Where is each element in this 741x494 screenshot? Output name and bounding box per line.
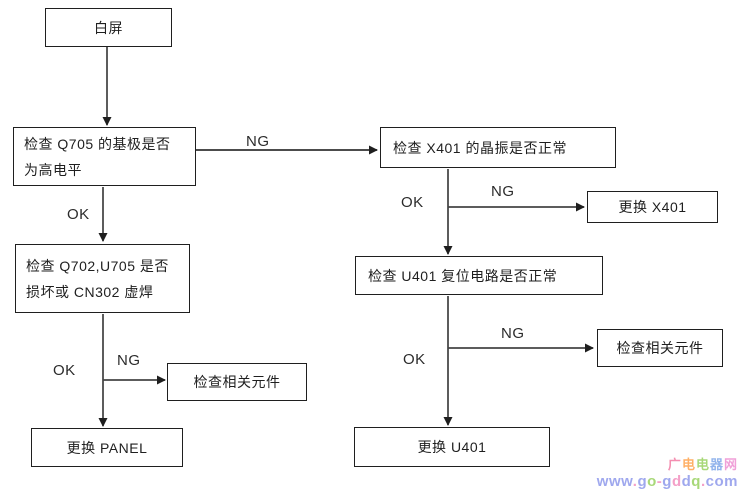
node-check-q705-line2: 为高电平 — [24, 161, 82, 178]
node-replace-panel-label: 更换 PANEL — [66, 439, 148, 456]
node-check-x401-crystal: 检查 X401 的晶振是否正常 — [380, 127, 616, 168]
edge-label-ok-q705: OK — [67, 206, 90, 223]
node-check-related-left: 检查相关元件 — [167, 363, 307, 401]
node-check-u401-reset: 检查 U401 复位电路是否正常 — [355, 256, 603, 295]
node-check-x401-label: 检查 X401 的晶振是否正常 — [393, 139, 567, 156]
site-watermark: 广电电器网 www.go-gddq.com — [597, 456, 738, 490]
node-check-related-right-label: 检查相关元件 — [616, 340, 704, 356]
node-check-u401-label: 检查 U401 复位电路是否正常 — [368, 267, 558, 284]
node-check-related-right: 检查相关元件 — [597, 329, 723, 367]
node-white-screen-label: 白屏 — [94, 19, 123, 36]
edge-label-ok-q702: OK — [53, 362, 76, 379]
node-replace-u401: 更换 U401 — [354, 427, 550, 467]
watermark-site-name: 广电电器网 — [667, 457, 738, 472]
node-check-related-left-label: 检查相关元件 — [193, 374, 281, 390]
edge-label-ok-x401: OK — [401, 194, 424, 211]
edge-label-ng-x401: NG — [491, 183, 515, 200]
edge-label-ng-u401: NG — [501, 325, 525, 342]
node-check-q702-line1: 检查 Q702,U705 是否 — [26, 257, 169, 274]
edge-label-ng-q705: NG — [246, 133, 270, 150]
node-check-q702-line2: 损坏或 CN302 虚焊 — [26, 283, 154, 300]
node-replace-x401-label: 更换 X401 — [618, 199, 687, 215]
node-white-screen: 白屏 — [45, 8, 172, 47]
node-check-q705-base: 检查 Q705 的基极是否 为高电平 — [13, 127, 196, 186]
node-replace-u401-label: 更换 U401 — [417, 439, 487, 455]
edge-label-ok-u401: OK — [403, 351, 426, 368]
node-replace-panel: 更换 PANEL — [31, 428, 183, 467]
node-check-q705-line1: 检查 Q705 的基极是否 — [24, 135, 171, 152]
edge-label-ng-q702: NG — [117, 352, 141, 369]
watermark-site-url: www.go-gddq.com — [596, 473, 738, 490]
node-replace-x401: 更换 X401 — [587, 191, 718, 223]
node-check-q702-u705: 检查 Q702,U705 是否 损坏或 CN302 虚焊 — [15, 244, 190, 313]
